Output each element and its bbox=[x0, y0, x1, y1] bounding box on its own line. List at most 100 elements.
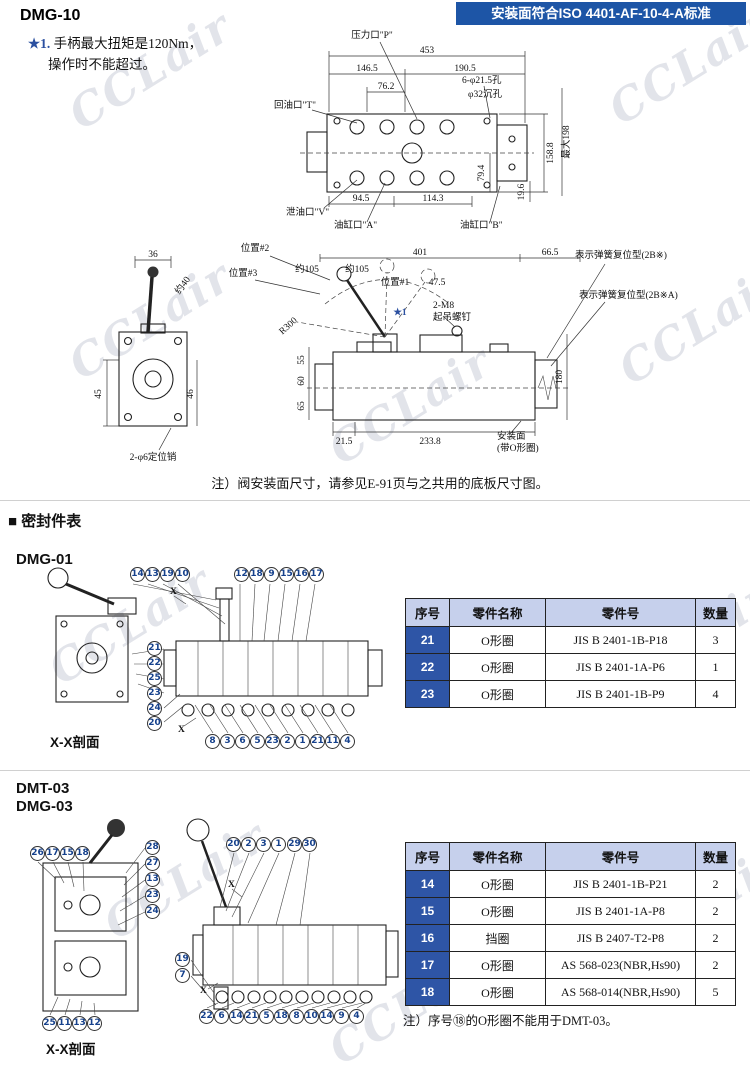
table-row: 21 O形圈 JIS B 2401-1B-P18 3 bbox=[405, 626, 736, 654]
dim-114-3: 114.3 bbox=[422, 194, 443, 204]
cell-name: O形圈 bbox=[449, 680, 546, 708]
part-callout: 28 bbox=[145, 840, 160, 855]
cell-name: O形圈 bbox=[449, 626, 546, 654]
table-row: 18 O形圈 AS 568-014(NBR,Hs90) 5 bbox=[405, 978, 736, 1006]
part-callout: 18 bbox=[249, 567, 264, 582]
label-mount-surface: 安装面 bbox=[497, 430, 526, 442]
bracket-dims bbox=[103, 256, 198, 451]
dmg03-drawing: X X bbox=[37, 818, 399, 1021]
dim-190-5: 190.5 bbox=[454, 64, 476, 74]
dmg03-outline bbox=[42, 818, 399, 1021]
label-spring-a: 表示弹簧复位型(2B※A) bbox=[579, 289, 678, 301]
dim-55: 55 bbox=[297, 355, 307, 365]
part-callout: 3 bbox=[220, 734, 235, 749]
model-dmt03: DMT-03 bbox=[16, 780, 70, 797]
part-callout: 5 bbox=[250, 734, 265, 749]
divider bbox=[0, 770, 750, 771]
dim-158-8: 158.8 bbox=[546, 142, 556, 164]
cell-no: 21 bbox=[405, 626, 450, 654]
bracket-figure bbox=[118, 266, 188, 427]
part-callout: 10 bbox=[175, 567, 190, 582]
label-mount-oring: (带O形圈) bbox=[497, 442, 539, 454]
dim-94-5: 94.5 bbox=[353, 194, 370, 204]
top-view-outline bbox=[306, 113, 528, 193]
part-callout: 9 bbox=[334, 1009, 349, 1024]
part-callout: 22 bbox=[199, 1009, 214, 1024]
dmg01-section-label: X-X剖面 bbox=[50, 735, 100, 750]
part-callout: 7 bbox=[175, 968, 190, 983]
col-header-name: 零件名称 bbox=[449, 842, 546, 871]
part-callout: 19 bbox=[175, 952, 190, 967]
part-callout: 2 bbox=[280, 734, 295, 749]
page-title: DMG-10 bbox=[20, 7, 81, 24]
part-callout: 26 bbox=[30, 846, 45, 861]
part-callout: 4 bbox=[349, 1009, 364, 1024]
dim-40: 约40 bbox=[172, 274, 193, 297]
col-header-part: 零件号 bbox=[545, 598, 696, 627]
cell-no: 16 bbox=[405, 924, 450, 952]
spring-symbol bbox=[537, 374, 557, 401]
cell-qty: 1 bbox=[695, 653, 736, 681]
label-eyebolt-size: 2-M8 bbox=[433, 301, 454, 311]
cell-no: 14 bbox=[405, 870, 450, 898]
part-callout: 20 bbox=[226, 837, 241, 852]
star1-ref: ★1 bbox=[393, 307, 407, 318]
dmg03-table-note: 注）序号⑱的O形圈不能用于DMT-03。 bbox=[403, 1014, 618, 1028]
label-port-t: 回油口"T" bbox=[274, 99, 316, 111]
dmg03-seal-table: 序号 零件名称 零件号 数量 14 O形圈 JIS B 2401-1B-P21 … bbox=[405, 842, 736, 1006]
table-row: 15 O形圈 JIS B 2401-1A-P8 2 bbox=[405, 897, 736, 925]
dim-36: 36 bbox=[148, 250, 158, 260]
cell-part: JIS B 2401-1A-P6 bbox=[545, 653, 696, 681]
dim-105b: 约105 bbox=[345, 263, 369, 275]
part-callout: 20 bbox=[147, 716, 162, 731]
cell-no: 15 bbox=[405, 897, 450, 925]
label-port-a: 油缸口"A" bbox=[334, 219, 377, 231]
dim-max198: 最大198 bbox=[560, 125, 572, 159]
dim-66-5: 66.5 bbox=[542, 248, 559, 258]
label-port-p: 压力口"P" bbox=[351, 29, 393, 41]
part-callout: 15 bbox=[60, 846, 75, 861]
iso-standard-banner: 安装面符合ISO 4401-AF-10-4-A标准 bbox=[456, 2, 746, 25]
cell-qty: 2 bbox=[695, 951, 736, 979]
torque-note-line2: 操作时不能超过。 bbox=[48, 56, 156, 72]
dim-79-4: 79.4 bbox=[477, 164, 487, 181]
label-pos2: 位置#2 bbox=[241, 242, 270, 254]
part-callout: 25 bbox=[147, 671, 162, 686]
dmg01-seal-table: 序号 零件名称 零件号 数量 21 O形圈 JIS B 2401-1B-P18 … bbox=[405, 598, 736, 708]
col-header-name: 零件名称 bbox=[449, 598, 546, 627]
label-pos1: 位置#1 bbox=[381, 276, 410, 288]
torque-note: ★1. 手柄最大扭矩是120Nm， 操作时不能超过。 bbox=[28, 34, 268, 76]
dim-r300: R300 bbox=[278, 316, 300, 337]
cell-part: JIS B 2401-1A-P8 bbox=[545, 897, 696, 925]
part-callout: 22 bbox=[147, 656, 162, 671]
table-row: 23 O形圈 JIS B 2401-1B-P9 4 bbox=[405, 680, 736, 708]
part-callout: 23 bbox=[147, 686, 162, 701]
torque-note-line1: 手柄最大扭矩是120Nm， bbox=[53, 36, 203, 51]
cell-part: JIS B 2407-T2-P8 bbox=[545, 924, 696, 952]
seal-table-section-title: ■ 密封件表 bbox=[8, 513, 82, 530]
part-callout: 30 bbox=[302, 837, 317, 852]
part-callout: 5 bbox=[259, 1009, 274, 1024]
top-view-dim-lines bbox=[311, 41, 563, 223]
table-row: 14 O形圈 JIS B 2401-1B-P21 2 bbox=[405, 870, 736, 898]
part-callout: 21 bbox=[310, 734, 325, 749]
dmg01-outline bbox=[47, 567, 383, 717]
part-callout: 8 bbox=[205, 734, 220, 749]
part-callout: 8 bbox=[289, 1009, 304, 1024]
part-callout: 2 bbox=[241, 837, 256, 852]
label-spring-b: 表示弹簧复位型(2B※) bbox=[575, 249, 667, 261]
dmg01-drawing: X X bbox=[47, 567, 383, 735]
cell-qty: 2 bbox=[695, 924, 736, 952]
dim-19-6: 19.6 bbox=[517, 183, 527, 200]
top-view-drawing: 压力口"P" 453 146.5 190.5 76.2 回油口"T" 6-φ21… bbox=[274, 29, 572, 231]
dim-21-5: 21.5 bbox=[336, 437, 353, 447]
cell-qty: 4 bbox=[695, 680, 736, 708]
cell-name: O形圈 bbox=[449, 951, 546, 979]
part-callout: 25 bbox=[42, 1016, 57, 1031]
part-callout: 6 bbox=[235, 734, 250, 749]
side-view-drawing: 36 约40 45 46 2-φ6定位销 位置#2 401 66.5 bbox=[94, 242, 678, 463]
part-callout: 29 bbox=[287, 837, 302, 852]
dim-453: 453 bbox=[420, 46, 435, 56]
label-holes: 6-φ21.5孔 bbox=[462, 75, 502, 86]
dim-45: 45 bbox=[94, 389, 104, 399]
